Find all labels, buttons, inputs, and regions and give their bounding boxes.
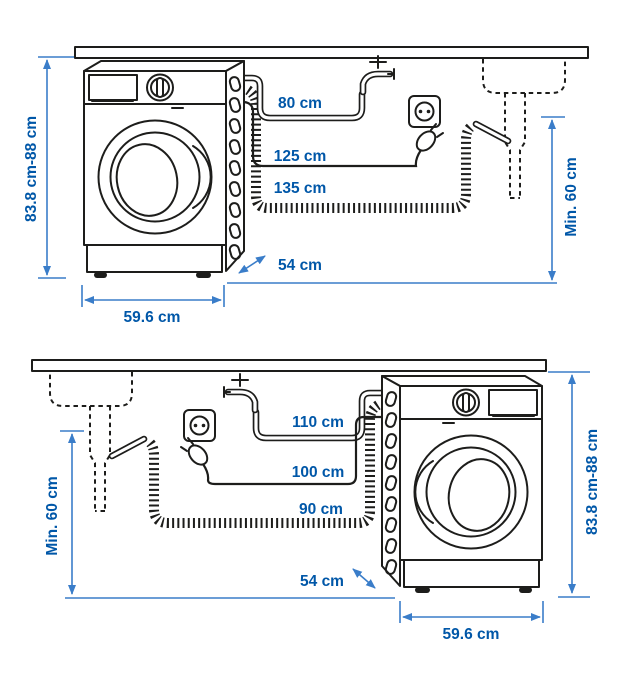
- dim-label-supply-hose: 80 cm: [278, 95, 322, 112]
- dimension-lines: [38, 56, 565, 307]
- outlet-plug-icons: [180, 409, 216, 470]
- dim-label-machine-height: 83.8 cm-88 cm: [584, 429, 601, 535]
- dim-label-machine-width: 59.6 cm: [124, 309, 181, 326]
- outlet-plug-icons: [408, 95, 444, 156]
- countertop: [31, 359, 547, 372]
- dim-label-drain-hose: 90 cm: [299, 501, 343, 518]
- top-diagram: 83.8 cm-88 cm 80 cm 125 cm 135 cm Min. 6…: [23, 46, 589, 326]
- dim-label-drain-hose: 135 cm: [274, 180, 327, 197]
- dim-label-power-cord: 100 cm: [292, 464, 345, 481]
- tap-icon: [224, 374, 255, 410]
- drain-hose-coil: [108, 400, 381, 528]
- dim-label-drain-height: Min. 60 cm: [563, 157, 580, 236]
- dimension-lines: [60, 371, 590, 623]
- power-cord: [242, 100, 423, 168]
- dim-label-supply-hose: 110 cm: [292, 414, 344, 431]
- power-cord: [201, 415, 386, 486]
- dim-label-drain-height: Min. 60 cm: [44, 476, 61, 555]
- drain-hose-coil: [245, 85, 512, 213]
- dim-label-machine-depth: 54 cm: [278, 257, 322, 274]
- supply-hose: [252, 389, 388, 442]
- supply-hose: [240, 74, 366, 122]
- washing-machine-illustration: [83, 60, 245, 279]
- dim-label-machine-height: 83.8 cm-88 cm: [23, 116, 40, 222]
- dim-label-power-cord: 125 cm: [274, 148, 327, 165]
- tap-icon: [363, 56, 394, 92]
- bottom-diagram: 110 cm 100 cm 90 cm Min. 60 cm 54 cm 59.…: [31, 359, 601, 643]
- dim-label-machine-depth: 54 cm: [300, 573, 344, 590]
- washing-machine-illustration: [381, 375, 543, 594]
- dim-label-machine-width: 59.6 cm: [443, 626, 500, 643]
- sink-illustration: [49, 371, 133, 512]
- countertop: [74, 46, 589, 59]
